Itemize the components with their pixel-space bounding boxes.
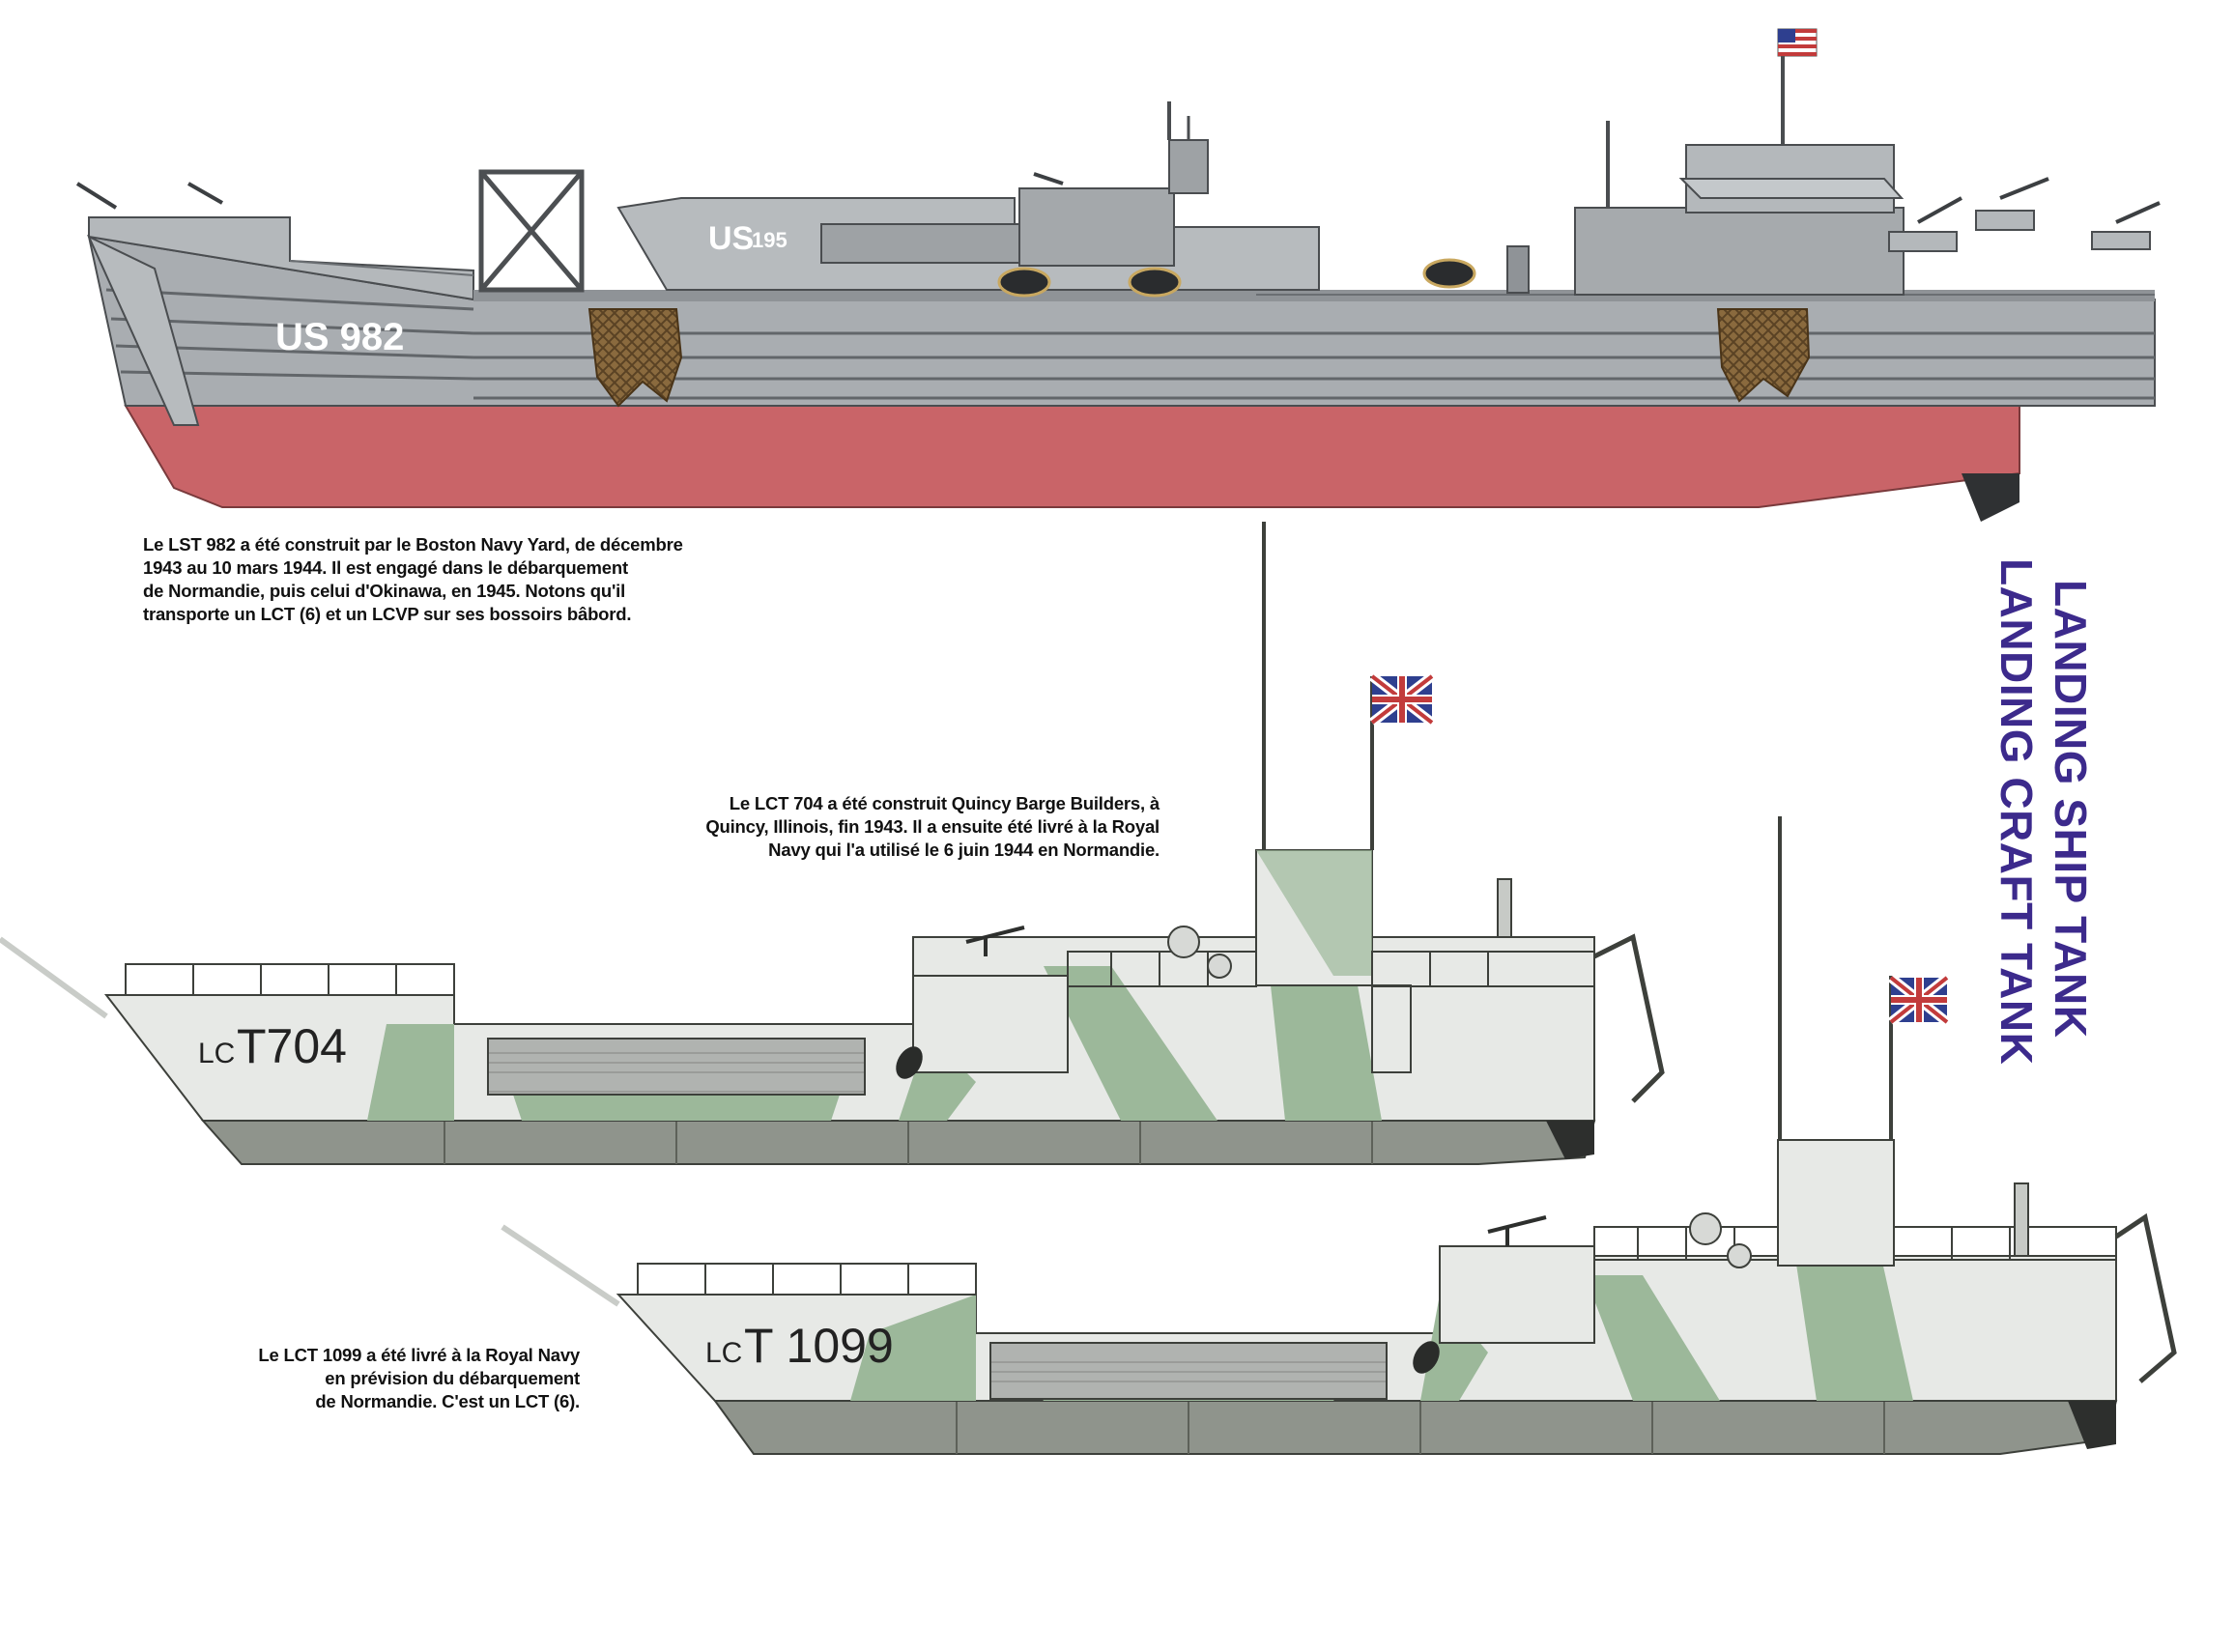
caption-line: Le LCT 704 a été construit Quincy Barge … [729, 793, 1160, 813]
lst-hull-number: US 982 [275, 316, 404, 358]
lst-hull-bottom [124, 405, 2020, 508]
lst-982-profile: US 982 US 195 [75, 28, 2161, 522]
us-flag-icon [1777, 28, 1818, 57]
lct-1099-profile: LC T 1099 [501, 816, 2177, 1455]
lct-704-profile: LC T704 [0, 522, 1665, 1165]
lst-982-caption: Le LST 982 a été construit par le Boston… [143, 533, 683, 626]
lst-boat-number-sub: 195 [752, 228, 788, 252]
lct-704-caption: Le LCT 704 a été construit Quincy Barge … [618, 792, 1160, 862]
lct1099-hull-number: T 1099 [744, 1319, 894, 1373]
lct704-hull-prefix: LC [198, 1038, 235, 1069]
lct1099-hull-prefix: LC [705, 1337, 742, 1369]
caption-line: Le LST 982 a été construit par le Boston… [143, 534, 683, 555]
caption-line: 1943 au 10 mars 1944. Il est engagé dans… [143, 557, 628, 578]
caption-line: Le LCT 1099 a été livré à la Royal Navy [258, 1345, 580, 1365]
union-jack-flag-icon [1368, 672, 1436, 726]
caption-line: de Normandie, puis celui d'Okinawa, en 1… [143, 581, 626, 601]
title-landing-craft-tank: LANDING CRAFT TANK [1991, 558, 2042, 1066]
caption-line: transporte un LCT (6) et un LCVP sur ses… [143, 604, 632, 624]
caption-line: en prévision du débarquement [325, 1368, 580, 1388]
caption-line: de Normandie. C'est un LCT (6). [315, 1391, 580, 1411]
lst-boat-number: US [708, 220, 754, 257]
lct-1099-caption: Le LCT 1099 a été livré à la Royal Navy … [174, 1344, 580, 1413]
caption-line: Quincy, Illinois, fin 1943. Il a ensuite… [705, 816, 1160, 837]
caption-line: Navy qui l'a utilisé le 6 juin 1944 en N… [768, 840, 1160, 860]
title-landing-ship-tank: LANDING SHIP TANK [2046, 580, 2096, 1039]
lct704-hull-number: T704 [237, 1019, 347, 1073]
union-jack-flag-icon [1887, 974, 1951, 1026]
